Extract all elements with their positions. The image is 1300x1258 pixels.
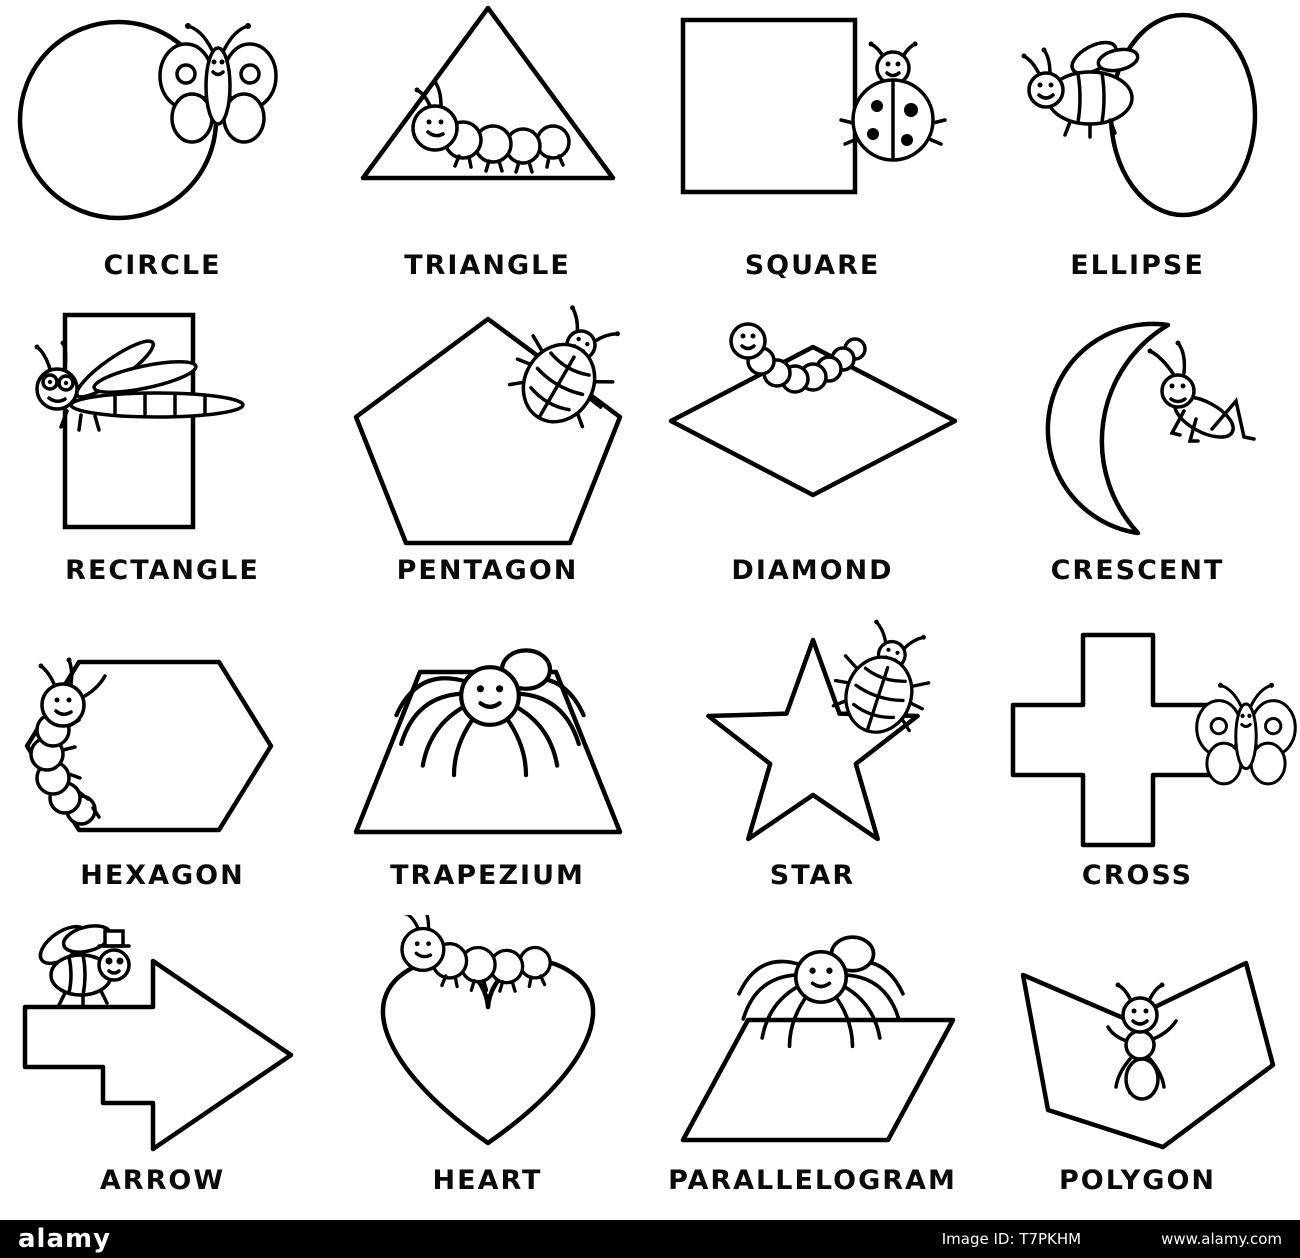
shape-label: PENTAGON [396, 555, 579, 586]
cell-pentagon: PENTAGON [325, 305, 650, 610]
hexagon-art [3, 610, 323, 860]
shapes-grid: CIRCLE TRIANGLE [0, 0, 1300, 1220]
parallelogram-shape [680, 1017, 955, 1143]
ellipse-art [978, 0, 1298, 250]
caterpillar-icon [28, 657, 107, 826]
ellipse-shape [1108, 12, 1257, 218]
arrow-art [3, 915, 323, 1165]
shape-label: HEXAGON [80, 860, 245, 891]
cross-art [978, 610, 1298, 860]
shape-label: DIAMOND [731, 555, 894, 586]
ant-icon [1105, 982, 1178, 1101]
cell-triangle: TRIANGLE [325, 0, 650, 305]
circle-art [3, 0, 323, 250]
shape-label: POLYGON [1058, 1165, 1216, 1196]
dragonfly-icon [34, 339, 245, 432]
diamond-shape [668, 344, 957, 498]
cell-trapezium: TRAPEZIUM [325, 610, 650, 915]
shape-label: TRAPEZIUM [390, 860, 585, 891]
diamond-art [653, 305, 973, 555]
shape-label: HEART [432, 1165, 543, 1196]
alamy-url: www.alamy.com [1161, 1230, 1282, 1248]
shape-label: CROSS [1081, 860, 1194, 891]
image-id: Image ID: T7PKHM [941, 1230, 1082, 1248]
cell-circle: CIRCLE [0, 0, 325, 305]
cell-hexagon: HEXAGON [0, 610, 325, 915]
hexagon-shape [24, 659, 273, 833]
shape-label: ELLIPSE [1070, 250, 1205, 281]
cell-arrow: ARROW [0, 915, 325, 1220]
cell-polygon: POLYGON [975, 915, 1300, 1220]
trapezium-art [328, 610, 648, 860]
shape-label: TRIANGLE [404, 250, 571, 281]
shape-label: PARALLELOGRAM [668, 1165, 957, 1196]
shape-label: SQUARE [744, 250, 881, 281]
cell-star: STAR [650, 610, 975, 915]
cell-heart: HEART [325, 915, 650, 1220]
crescent-art [978, 305, 1298, 555]
ladybug-icon [838, 41, 947, 162]
shape-label: STAR [769, 860, 856, 891]
shape-label: ARROW [99, 1165, 226, 1196]
shape-label: CIRCLE [103, 250, 222, 281]
rectangle-art [3, 305, 323, 555]
cell-square: SQUARE [650, 0, 975, 305]
star-art [653, 610, 973, 860]
butterfly-icon [1194, 681, 1297, 786]
cell-diamond: DIAMOND [650, 305, 975, 610]
shape-label: CRESCENT [1050, 555, 1225, 586]
square-art [653, 0, 973, 250]
cross-shape [1010, 632, 1225, 848]
fly-icon [38, 924, 131, 1009]
cell-rectangle: RECTANGLE [0, 305, 325, 610]
square-shape [680, 17, 857, 195]
parallelogram-art [653, 915, 973, 1165]
cell-cross: CROSS [975, 610, 1300, 915]
polygon-art [978, 915, 1298, 1165]
watermark-bar: alamy Image ID: T7PKHM www.alamy.com [0, 1220, 1300, 1258]
shape-label: RECTANGLE [65, 555, 260, 586]
crescent-shape [1045, 321, 1170, 536]
heart-shape [380, 958, 595, 1146]
worm-icon [728, 322, 867, 394]
bee-icon [1021, 40, 1139, 139]
alamy-logo: alamy [18, 1224, 112, 1254]
cell-crescent: CRESCENT [975, 305, 1300, 610]
pentagon-art [328, 305, 648, 555]
cell-ellipse: ELLIPSE [975, 0, 1300, 305]
triangle-art [328, 0, 648, 250]
grasshopper-icon [1147, 340, 1256, 443]
arrow-shape [22, 958, 293, 1152]
heart-art [328, 915, 648, 1165]
cell-parallelogram: PARALLELOGRAM [650, 915, 975, 1220]
